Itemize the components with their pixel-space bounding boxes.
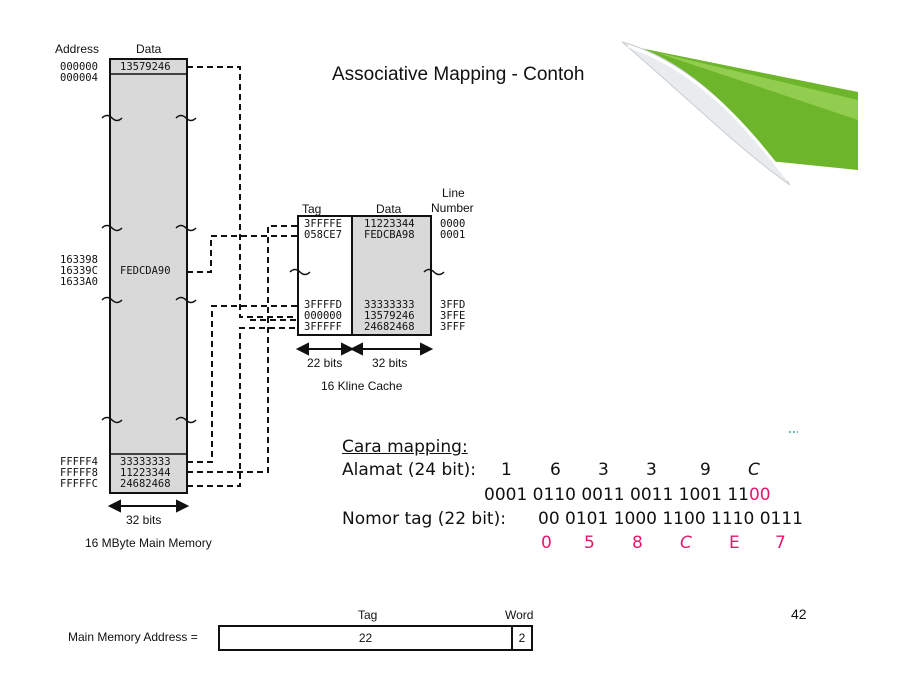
address-value: 16339C bbox=[60, 265, 98, 277]
format-tag-header: Tag bbox=[358, 608, 378, 622]
alamat-hex-digit: C bbox=[748, 460, 760, 480]
cache-data-bottom: 33333333 13579246 24682468 bbox=[364, 300, 415, 333]
tag-label: Nomor tag (22 bit): bbox=[342, 509, 506, 529]
cache-data-value: 11223344 bbox=[364, 218, 415, 230]
number-header: Number bbox=[431, 201, 474, 215]
address-value: 000004 bbox=[60, 72, 98, 84]
memory-data-value: 24682468 bbox=[120, 478, 171, 490]
alamat-label: Alamat (24 bit): bbox=[342, 460, 477, 480]
address-list-top: 000000 000004 bbox=[60, 62, 98, 84]
cache-tag-value: 000000 bbox=[304, 310, 342, 322]
main-memory-column bbox=[109, 58, 188, 494]
address-header: Address bbox=[55, 42, 100, 56]
tag-hex-digit: 7 bbox=[775, 533, 786, 553]
cache-data-header: Data bbox=[376, 202, 402, 216]
cache-tag-column bbox=[297, 215, 353, 336]
cache-data-column bbox=[351, 215, 432, 336]
address-value: FFFFF4 bbox=[60, 456, 98, 468]
cache-data-top: 11223344 FEDCBA98 bbox=[364, 219, 415, 241]
format-word-header: Word bbox=[505, 608, 534, 622]
binary-tag-part: 0001 0110 0011 0011 1001 11 bbox=[484, 485, 749, 505]
cache-data-value: 13579246 bbox=[364, 310, 415, 322]
address-value: FFFFF8 bbox=[60, 467, 98, 479]
cache-line-value: 0001 bbox=[440, 229, 466, 241]
slide-title: Associative Mapping - Contoh bbox=[332, 64, 585, 85]
cache-rows-bottom: 3FFFFD 000000 3FFFFF bbox=[304, 300, 342, 333]
cache-caption: 16 Kline Cache bbox=[321, 379, 403, 393]
tag-binary: 00 0101 1000 1100 1110 0111 bbox=[538, 509, 803, 529]
address-list-mid: 163398 16339C 1633A0 bbox=[60, 255, 98, 288]
cache-line-value: 3FFE bbox=[440, 310, 466, 322]
cache-tag-value: 3FFFFF bbox=[304, 321, 342, 333]
tag-hex-digit: C bbox=[680, 533, 692, 553]
memory-data-value: 33333333 bbox=[120, 456, 171, 468]
memory-data-list-bottom: 33333333 11223344 24682468 bbox=[120, 457, 171, 490]
cache-data-value: 33333333 bbox=[364, 299, 415, 311]
address-value: 163398 bbox=[60, 254, 98, 266]
tag-hex-digit: 8 bbox=[632, 533, 643, 553]
memory-caption: 16 MByte Main Memory bbox=[85, 536, 212, 550]
line-header: Line bbox=[442, 186, 465, 200]
cache-data-value: FEDCBA98 bbox=[364, 229, 415, 241]
address-value: 000000 bbox=[60, 61, 98, 73]
address-list-bottom: FFFFF4 FFFFF8 FFFFFC bbox=[60, 457, 98, 490]
format-word-field: 2 bbox=[511, 625, 533, 651]
alamat-hex-digit: 9 bbox=[700, 460, 711, 480]
cache-rows-top: 3FFFFE 058CE7 bbox=[304, 219, 342, 241]
cache-data-value: 24682468 bbox=[364, 321, 415, 333]
cache-line-top: 0000 0001 bbox=[440, 219, 465, 241]
memory-data-value: 13579246 bbox=[120, 61, 171, 73]
tag-width-label: 22 bits bbox=[307, 356, 343, 370]
cache-tag-header: Tag bbox=[302, 202, 322, 216]
cache-tag-value: 3FFFFE bbox=[304, 218, 342, 230]
alamat-hex-digit: 1 bbox=[501, 460, 512, 480]
cache-line-value: 3FFD bbox=[440, 299, 466, 311]
alamat-hex-digit: 6 bbox=[550, 460, 561, 480]
cache-tag-value: 3FFFFD bbox=[304, 299, 342, 311]
address-value: 1633A0 bbox=[60, 276, 98, 288]
cache-tag-value: 058CE7 bbox=[304, 229, 342, 241]
address-value: FFFFFC bbox=[60, 478, 98, 490]
data-header: Data bbox=[136, 42, 162, 56]
alamat-hex-digit: 3 bbox=[598, 460, 609, 480]
cache-line-value: 3FFF bbox=[440, 321, 466, 333]
tag-hex-digit: E bbox=[729, 533, 740, 553]
memory-data-value: 11223344 bbox=[120, 467, 171, 479]
data-width-label: 32 bits bbox=[372, 356, 408, 370]
page-number: 42 bbox=[791, 606, 807, 622]
tag-hex-digit: 5 bbox=[584, 533, 595, 553]
memory-data-value: FEDCDA90 bbox=[120, 265, 171, 277]
tag-hex-digit: 0 bbox=[541, 533, 552, 553]
memory-width-label: 32 bits bbox=[126, 513, 162, 527]
address-binary: 0001 0110 0011 0011 1001 1100 bbox=[484, 485, 771, 505]
alamat-hex-digit: 3 bbox=[646, 460, 657, 480]
cara-mapping-heading: Cara mapping: bbox=[342, 437, 468, 457]
cache-line-value: 0000 bbox=[440, 218, 466, 230]
cache-line-bottom: 3FFD 3FFE 3FFF bbox=[440, 300, 465, 333]
format-tag-field: 22 bbox=[218, 625, 513, 651]
address-format-label: Main Memory Address = bbox=[68, 630, 198, 644]
binary-word-part: 00 bbox=[748, 485, 771, 505]
